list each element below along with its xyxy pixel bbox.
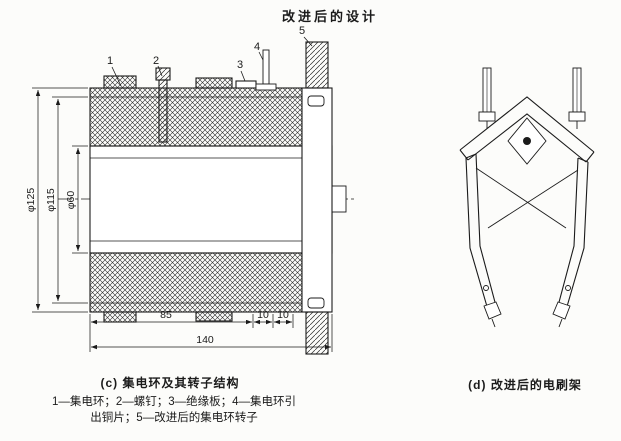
figure-c-legend: 1—集电环；2—螺钉；3—绝缘板；4—集电环引 出铜片；5—改进后的集电环转子 (14, 394, 334, 426)
screw (155, 67, 171, 143)
dim-140-label: 140 (196, 334, 214, 346)
dim-140: 140 (91, 314, 333, 352)
figure-c-drawing (58, 41, 354, 355)
callout-2: 2 (153, 55, 163, 77)
slip-ring-top (89, 75, 303, 147)
figure-c-callouts: 1 2 3 4 5 (107, 25, 313, 87)
callout-3: 3 (237, 59, 246, 82)
cross-braces (475, 167, 579, 229)
flange (301, 41, 333, 355)
yoke (459, 96, 595, 163)
figure-c-caption: (c) 集电环及其转子结构 (100, 376, 240, 390)
terminal-bolt-left (478, 67, 496, 129)
figure-d-caption: (d) 改进后的电刷架 (468, 378, 582, 392)
brush-right (552, 285, 571, 328)
brush-left (483, 285, 502, 328)
callout-5-label: 5 (299, 25, 305, 37)
figure-d-drawing (459, 67, 595, 328)
dim-phi60-label: φ60 (65, 191, 77, 210)
dim-phi115: φ115 (45, 96, 88, 304)
pivot (507, 117, 547, 165)
dim-10b-label: 10 (277, 309, 289, 321)
callout-5: 5 (299, 25, 313, 47)
callout-2-label: 2 (153, 55, 159, 67)
dim-10a: 10 (254, 309, 274, 328)
callout-3-label: 3 (237, 59, 243, 71)
dim-85-label: 85 (160, 309, 172, 321)
page-title: 改进后的设计 (281, 9, 378, 24)
dim-phi115-label: φ115 (45, 188, 57, 212)
dim-10b: 10 (274, 309, 294, 328)
dim-phi125-label: φ125 (25, 188, 37, 212)
figure-c-dimensions: φ125 φ115 φ60 85 (25, 87, 333, 352)
terminal-bolt-right (568, 67, 586, 129)
dim-10a-label: 10 (257, 309, 269, 321)
callout-4: 4 (254, 41, 264, 61)
callout-4-label: 4 (254, 41, 260, 53)
dim-phi125: φ125 (25, 87, 88, 313)
insulation-plate (235, 80, 257, 89)
dim-phi60: φ60 (65, 145, 88, 254)
arm-left (465, 153, 497, 311)
figure-c-legend-line2: 出铜片；5—改进后的集电环转子 (90, 412, 258, 424)
callout-1: 1 (107, 55, 122, 87)
callout-1-label: 1 (107, 55, 113, 67)
slip-ring-bottom (89, 252, 303, 323)
dim-85: 85 (89, 309, 254, 352)
figure-c-legend-line1: 1—集电环；2—螺钉；3—绝缘板；4—集电环引 (51, 396, 297, 408)
copper-strip (255, 49, 277, 91)
arm-right (557, 157, 589, 311)
shaft (89, 145, 347, 254)
